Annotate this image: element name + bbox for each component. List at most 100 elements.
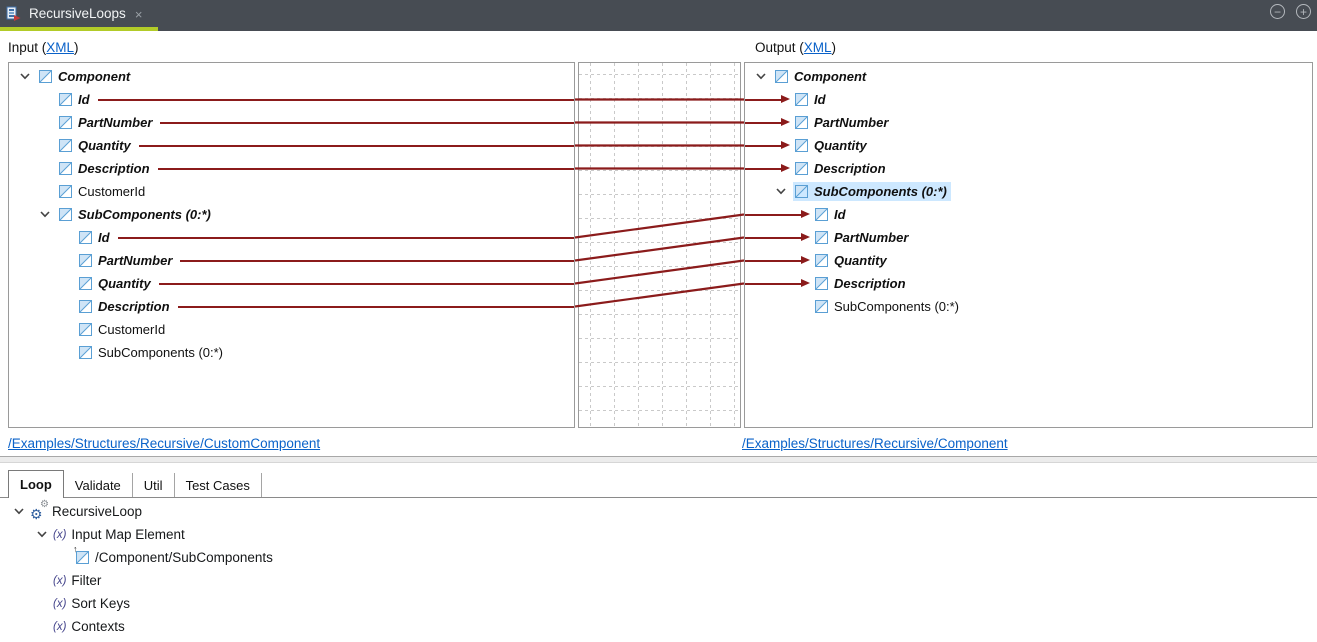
element-icon	[815, 231, 828, 244]
expand-toggle[interactable]	[31, 531, 53, 538]
tree-row[interactable]: Quantity	[9, 272, 574, 295]
mapping-line-stub	[745, 213, 801, 216]
element-icon	[79, 346, 92, 359]
chevron-down-icon[interactable]	[20, 73, 30, 80]
chevron-down-icon[interactable]	[37, 531, 47, 538]
node-content[interactable]: CustomerId	[57, 182, 149, 201]
node-content[interactable]: Quantity	[813, 251, 891, 270]
tree-row[interactable]: PartNumber	[9, 111, 574, 134]
node-content[interactable]: PartNumber	[793, 113, 892, 132]
node-content[interactable]: Description	[57, 159, 154, 178]
node-content[interactable]: Quantity	[77, 274, 155, 293]
mapping-arrowhead-icon	[781, 95, 790, 103]
tree-item-label: SubComponents (0:*)	[834, 299, 960, 314]
node-content[interactable]: SubComponents (0:*)	[813, 297, 963, 316]
tree-row[interactable]: PartNumber	[9, 249, 574, 272]
tree-row[interactable]: Description	[9, 295, 574, 318]
node-content[interactable]: Id	[813, 205, 850, 224]
input-schema-path-link[interactable]: /Examples/Structures/Recursive/CustomCom…	[8, 436, 321, 451]
tree-row[interactable]: Id	[9, 226, 574, 249]
node-content[interactable]: Description	[77, 297, 174, 316]
tab-util[interactable]: Util	[133, 473, 175, 497]
tab-test-cases[interactable]: Test Cases	[175, 473, 262, 497]
expand-toggle[interactable]	[13, 73, 37, 80]
tree-row[interactable]: PartNumber	[745, 111, 1312, 134]
output-xml-link[interactable]: XML	[803, 40, 832, 55]
tree-row[interactable]: (x)Contexts	[0, 615, 1317, 638]
tree-row[interactable]: (x)Input Map Element	[0, 523, 1317, 546]
node-content[interactable]: SubComponents (0:*)	[57, 205, 215, 224]
tree-row[interactable]: CustomerId	[9, 318, 574, 341]
node-content[interactable]: CustomerId	[77, 320, 169, 339]
tree-row[interactable]: Id	[745, 203, 1312, 226]
tree-row[interactable]: Description	[745, 157, 1312, 180]
output-schema-path-link[interactable]: /Examples/Structures/Recursive/Component	[742, 436, 1008, 451]
chevron-down-icon[interactable]	[40, 211, 50, 218]
tree-row[interactable]: (x)Sort Keys	[0, 592, 1317, 615]
tree-row[interactable]: ⚙⚙RecursiveLoop	[0, 499, 1317, 523]
tree-row[interactable]: Quantity	[745, 249, 1312, 272]
chevron-down-icon[interactable]	[776, 188, 786, 195]
tree-row[interactable]: SubComponents (0:*)	[9, 203, 574, 226]
node-content[interactable]: PartNumber	[77, 251, 176, 270]
tree-row[interactable]: Component	[745, 65, 1312, 88]
mapping-connection-line[interactable]	[574, 213, 745, 239]
input-xml-link[interactable]: XML	[46, 40, 75, 55]
horizontal-splitter[interactable]	[0, 456, 1317, 463]
close-icon[interactable]: ×	[134, 7, 143, 22]
expand-toggle[interactable]	[8, 508, 30, 515]
tree-row[interactable]: (x)Filter	[0, 569, 1317, 592]
tree-row[interactable]: ↑/Component/SubComponents	[0, 544, 1317, 569]
mapping-line-stub	[157, 167, 574, 170]
node-content[interactable]: Id	[793, 90, 830, 109]
maximize-icon[interactable]: +	[1296, 4, 1311, 19]
node-content[interactable]: PartNumber	[57, 113, 156, 132]
element-icon	[795, 93, 808, 106]
selected-node-highlight[interactable]: SubComponents (0:*)	[793, 182, 951, 201]
node-content[interactable]: SubComponents (0:*)	[77, 343, 227, 362]
tree-item-label: Id	[834, 207, 846, 222]
tree-row[interactable]: Quantity	[9, 134, 574, 157]
tree-item-label: Quantity	[814, 138, 867, 153]
tab-validate[interactable]: Validate	[64, 473, 133, 497]
expand-toggle[interactable]	[769, 188, 793, 195]
tree-row[interactable]: PartNumber	[745, 226, 1312, 249]
tree-row[interactable]: CustomerId	[9, 180, 574, 203]
document-tab[interactable]: RecursiveLoops ×	[0, 0, 152, 27]
expand-toggle[interactable]	[749, 73, 773, 80]
chevron-down-icon[interactable]	[756, 73, 766, 80]
node-content[interactable]: Quantity	[793, 136, 871, 155]
tree-row[interactable]: SubComponents (0:*)	[9, 341, 574, 364]
node-content[interactable]: Quantity	[57, 136, 135, 155]
tree-row[interactable]: Component	[9, 65, 574, 88]
tree-row[interactable]: SubComponents (0:*)	[745, 180, 1312, 203]
node-content[interactable]: Component	[773, 67, 870, 86]
node-content[interactable]: Id	[77, 228, 114, 247]
element-icon	[775, 70, 788, 83]
node-content[interactable]: PartNumber	[813, 228, 912, 247]
mapping-connection-line[interactable]	[574, 259, 745, 285]
mapping-connection-line[interactable]	[574, 236, 745, 262]
element-icon	[39, 70, 52, 83]
tree-row[interactable]: Id	[745, 88, 1312, 111]
node-content[interactable]: Component	[37, 67, 134, 86]
tab-loop[interactable]: Loop	[8, 470, 64, 498]
mapping-arrowhead-icon	[801, 279, 810, 287]
tree-row[interactable]: Id	[9, 88, 574, 111]
tree-row[interactable]: Description	[745, 272, 1312, 295]
node-content[interactable]: Description	[793, 159, 890, 178]
tree-item-label: PartNumber	[98, 253, 173, 268]
input-header-text-suffix: )	[74, 40, 79, 55]
element-icon	[815, 254, 828, 267]
node-content[interactable]: Description	[813, 274, 910, 293]
chevron-down-icon[interactable]	[14, 508, 24, 515]
tree-row[interactable]: SubComponents (0:*)	[745, 295, 1312, 318]
minimize-icon[interactable]: −	[1270, 4, 1285, 19]
expand-toggle[interactable]	[33, 211, 57, 218]
tree-row[interactable]: Quantity	[745, 134, 1312, 157]
mapping-connection-line[interactable]	[574, 282, 745, 308]
node-content[interactable]: Id	[57, 90, 94, 109]
tree-row[interactable]: Description	[9, 157, 574, 180]
